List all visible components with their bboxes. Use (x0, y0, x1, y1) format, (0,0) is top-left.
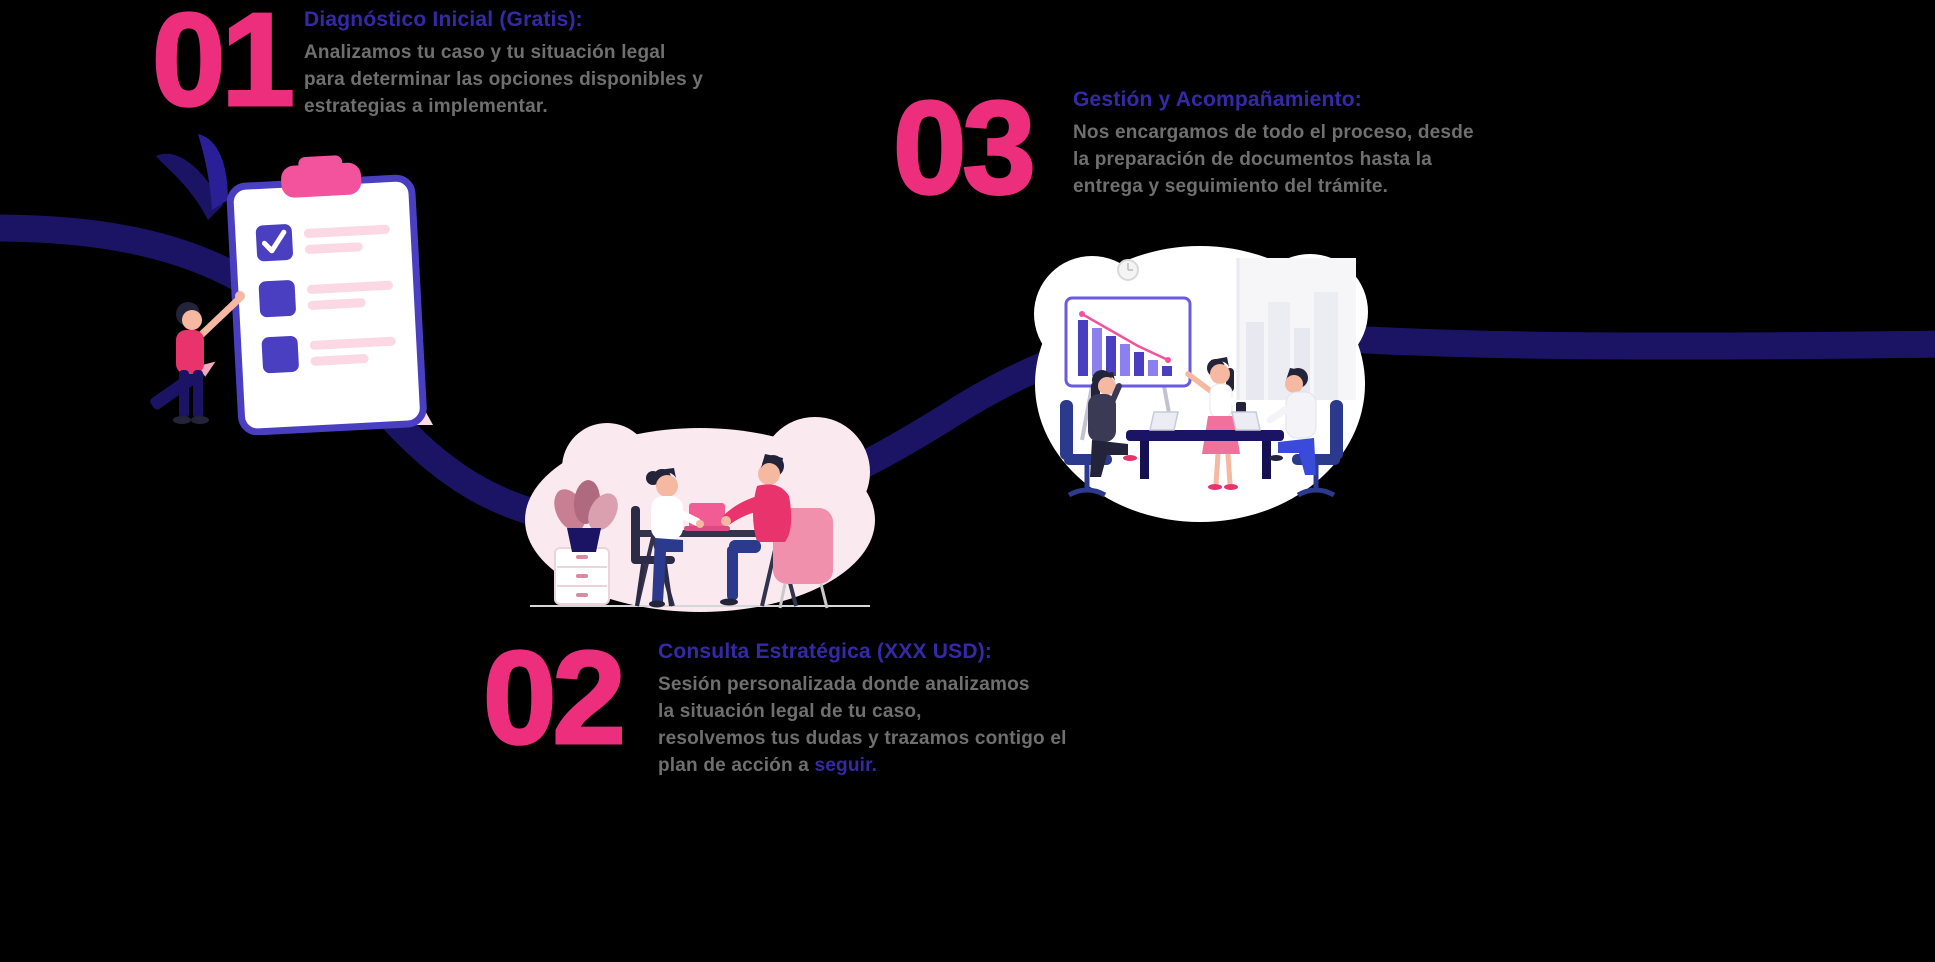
seated-man-right (1266, 368, 1343, 498)
step-03-description-line: la preparación de documentos hasta la (1073, 149, 1433, 170)
seated-woman-left (1060, 370, 1137, 498)
potted-plant-icon (554, 480, 618, 552)
meeting-table (1126, 430, 1284, 479)
team-meeting-illustration (1034, 246, 1368, 522)
step-02-description-line: Sesión personalizada donde analizamos (658, 674, 1030, 695)
drawer-unit (554, 547, 610, 605)
wall-clock-icon (1117, 259, 1139, 281)
step-01-description-line: Analizamos tu caso y tu situación legal (304, 42, 666, 63)
step-02-last-line-normal: plan de acción a (658, 755, 815, 776)
step-03-title: Gestión y Acompañamiento: (1073, 88, 1362, 111)
step-03-number: 03 (892, 74, 1038, 221)
consultation-illustration (525, 417, 875, 612)
seated-man (720, 454, 833, 609)
standing-presenter (1185, 357, 1246, 490)
step-01-text-block: Diagnóstico Inicial (Gratis): Analizamos… (304, 8, 784, 120)
clipboard-checklist-illustration (150, 134, 433, 435)
step-03-text-block: Gestión y Acompañamiento: Nos encargamos… (1073, 88, 1523, 200)
clipboard (226, 155, 427, 435)
step-03-description-line: entrega y seguimiento del trámite. (1073, 176, 1389, 197)
step-01-title: Diagnóstico Inicial (Gratis): (304, 8, 583, 31)
presentation-chart-board (1064, 296, 1192, 441)
step-02-title: Consulta Estratégica (XXX USD): (658, 640, 993, 663)
laptop-icon-left (1149, 411, 1179, 431)
checkbox-icon (258, 280, 296, 318)
seated-woman (631, 468, 704, 608)
step-01-description-line: estrategias a implementar. (304, 96, 548, 117)
step-02-text-block: Consulta Estratégica (XXX USD): Sesión p… (658, 640, 1128, 779)
step-03-description-line: Nos encargamos de todo el proceso, desde (1073, 122, 1474, 143)
laptop-icon-right (1231, 411, 1261, 431)
step-01-description-line: para determinar las opciones disponibles… (304, 69, 704, 90)
step-02-description-last-line: plan de acción a seguir. (658, 752, 1128, 779)
step-01-number: 01 (151, 0, 297, 133)
person-checking-list (173, 291, 245, 424)
step-02-last-line-accent: seguir. (814, 755, 878, 776)
step-02-number: 02 (482, 624, 628, 771)
step-02-description-line: resolvemos tus dudas y trazamos contigo … (658, 728, 1067, 749)
leaf-decoration-icon (156, 134, 228, 220)
step-02-description-line: la situación legal de tu caso, (658, 701, 922, 722)
checkbox-icon (261, 335, 299, 374)
